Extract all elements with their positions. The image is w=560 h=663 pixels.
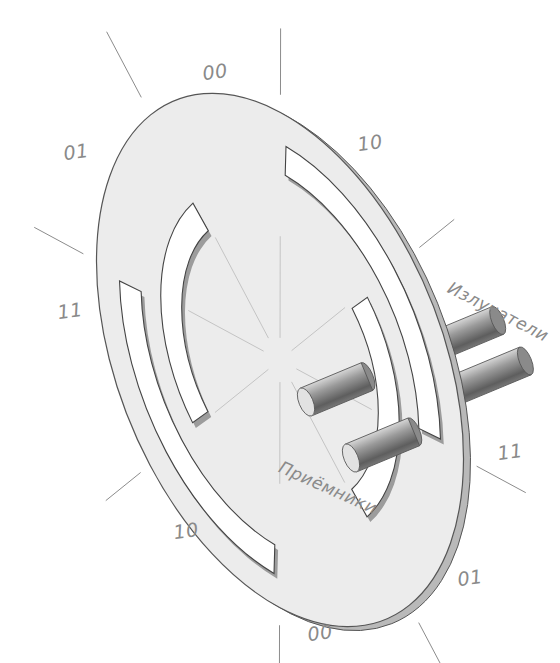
center-line (280, 236, 281, 338)
outer-track-slot (285, 146, 441, 440)
sector-lines (34, 0, 527, 663)
code-label: 01 (62, 141, 90, 163)
cylinder-end (514, 345, 537, 377)
receiver-cylinder (294, 360, 378, 418)
sector-line (34, 227, 83, 254)
receiver-cylinder (339, 416, 425, 475)
code-label: 00 (201, 61, 229, 83)
sector-line (106, 472, 141, 500)
cylinder-face (294, 385, 318, 418)
code-label: 01 (456, 567, 484, 589)
slot-walls (122, 62, 444, 663)
part-label: Приёмники (276, 459, 380, 518)
inner-track-slot (161, 186, 209, 431)
cylinder-face (339, 441, 363, 474)
sector-line (107, 32, 142, 98)
sector-line (280, 28, 281, 94)
sector-line (419, 623, 454, 663)
sector-line (477, 466, 526, 493)
center-line (215, 369, 268, 412)
part-label: Излучатели (445, 279, 551, 344)
code-label: 00 (306, 622, 334, 644)
code-disk (96, 13, 464, 663)
outer-track-slot (119, 280, 275, 574)
sector-line (419, 219, 454, 247)
center-line (292, 308, 345, 351)
code-slots (119, 57, 441, 663)
code-label: 11 (56, 300, 84, 322)
center-line (215, 237, 268, 338)
code-label: 11 (496, 441, 524, 463)
sector-line (279, 625, 280, 663)
center-lines (188, 187, 372, 534)
disk-face (96, 13, 464, 663)
code-label: 10 (356, 132, 384, 154)
code-label: 10 (172, 520, 200, 542)
center-line (188, 310, 263, 351)
